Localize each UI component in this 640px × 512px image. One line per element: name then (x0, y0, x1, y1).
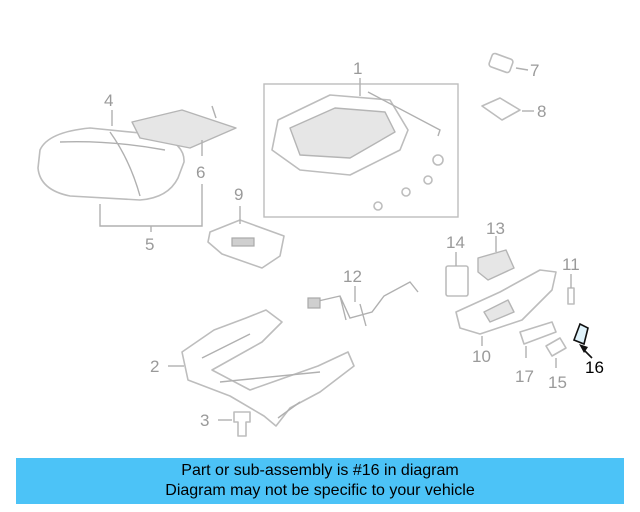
part-14-group: 14 (445, 233, 469, 297)
callout-11: 11 (562, 255, 580, 274)
parts-diagram: 1 4 6 5 7 8 9 (37, 52, 604, 437)
part-13-switch (477, 249, 515, 281)
part-1-seat-frame-group: 1 (263, 59, 459, 218)
part-9-group: 9 (207, 185, 285, 269)
part-14-bracket (445, 265, 469, 297)
part-15-group: 15 (545, 337, 567, 392)
part-12-group: 12 (307, 267, 419, 327)
part-7-group: 7 (488, 52, 539, 80)
part-9-cover-slot (231, 237, 255, 247)
part-16-leader (583, 349, 593, 359)
part-17-group: 17 (515, 321, 557, 386)
part-17-knob (519, 321, 557, 345)
part-10-group: 10 (455, 269, 557, 366)
callout-13: 13 (486, 219, 505, 238)
part-6-pad-group: 6 (131, 105, 237, 182)
part-8-group: 8 (481, 97, 546, 121)
callout-8: 8 (537, 102, 546, 121)
part-1-wire (367, 91, 441, 137)
part-4-seat-cushion (37, 127, 185, 201)
callout-10: 10 (472, 347, 491, 366)
callout-16: 16 (585, 358, 604, 377)
callout-6: 6 (196, 163, 205, 182)
part-16-leader-arrow (579, 344, 588, 353)
part-11-group: 11 (562, 255, 580, 305)
callout-5: 5 (145, 235, 154, 254)
callout-12: 12 (343, 267, 362, 286)
part-4-cushion-seam (59, 131, 166, 197)
callout-7: 7 (530, 61, 539, 80)
part-16-highlighted-part[interactable] (572, 322, 589, 346)
callout-1: 1 (353, 59, 362, 78)
part-7-leader (515, 67, 529, 71)
part-3-group: 3 (200, 411, 251, 437)
banner-line-1: Part or sub-assembly is #16 in diagram (181, 462, 459, 479)
part-12-connector (307, 297, 321, 309)
part-1-bolt-c (401, 187, 411, 197)
part-1-bolt-b (423, 175, 433, 185)
part-3-bolt (233, 411, 251, 437)
part-2-group: 2 (150, 309, 355, 427)
part-2-track-detail (201, 333, 321, 419)
banner-line-2: Diagram may not be specific to your vehi… (165, 482, 475, 499)
part-15-cap (545, 337, 567, 357)
callout-15: 15 (548, 373, 567, 392)
part-8-pad (481, 97, 521, 121)
part-16-group[interactable]: 16 (572, 322, 604, 377)
callout-3: 3 (200, 411, 209, 430)
part-7-clip (488, 52, 514, 74)
part-6-pad-hook (211, 105, 217, 119)
part-13-group: 13 (477, 219, 515, 281)
part-1-bolt-d (373, 201, 383, 211)
callout-14: 14 (446, 233, 465, 252)
part-2-track-frame (181, 309, 355, 427)
info-banner: Part or sub-assembly is #16 in diagram D… (16, 458, 624, 504)
part-1-bolt-a (432, 154, 444, 166)
part-10-trim-switch (483, 299, 515, 323)
callout-9: 9 (234, 185, 243, 204)
part-1-frame-box (263, 83, 459, 218)
callout-17: 17 (515, 367, 534, 386)
part-4-cushion-group: 4 (37, 91, 185, 201)
callout-4: 4 (104, 91, 113, 110)
part-6-cushion-pad (131, 109, 237, 149)
part-5-group: 5 (99, 184, 203, 254)
part-1-frame-springs (289, 107, 396, 159)
callout-2: 2 (150, 357, 159, 376)
part-11-screw (567, 287, 575, 305)
part-12-wire-harness (313, 281, 419, 327)
